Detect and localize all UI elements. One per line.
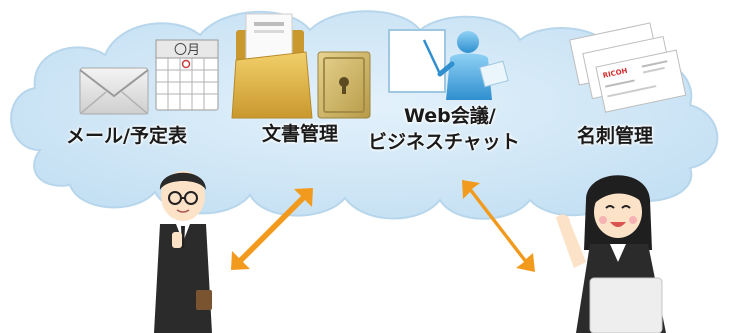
service-label-documents: 文書管理 — [262, 123, 339, 145]
service-label-business-chat: ビジネスチャット — [368, 131, 520, 153]
left-connection-arrow — [231, 188, 313, 270]
business-card-icon: RICOH — [569, 22, 687, 113]
service-label-business-cards: 名刺管理 — [577, 125, 654, 147]
safe-icon — [317, 51, 371, 119]
right-connection-arrow — [462, 180, 535, 272]
calendar-icon: 〇月 — [155, 39, 219, 111]
mail-envelope-icon — [79, 67, 149, 115]
folder-icon — [231, 13, 313, 119]
service-label-mail-schedule: メール/予定表 — [66, 125, 187, 147]
presenter-icon — [388, 29, 509, 100]
calendar-month-label: 〇月 — [174, 43, 200, 58]
service-label-web-conference: Web会議/ — [404, 105, 496, 127]
businessman-figure — [154, 171, 212, 333]
businesswoman-figure — [556, 175, 666, 333]
